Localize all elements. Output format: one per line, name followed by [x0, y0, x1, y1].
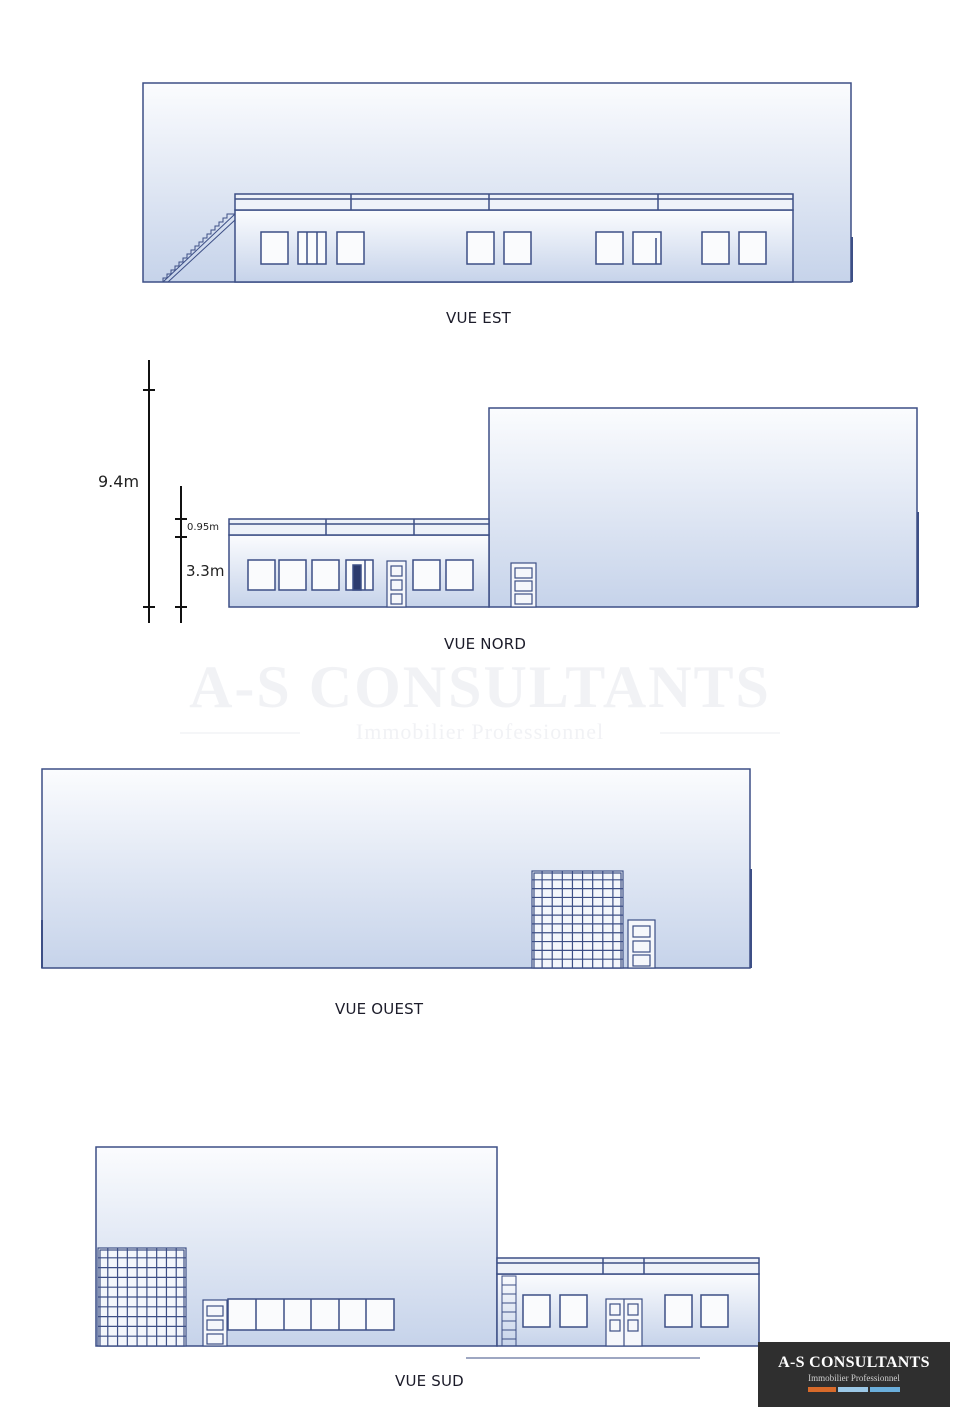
window-strip [227, 1298, 395, 1331]
logo-bar-blue [870, 1387, 900, 1392]
view-label-sud: VUE SUD [395, 1372, 464, 1390]
logo-bar-orange [808, 1387, 836, 1392]
door [202, 1299, 228, 1347]
view-label-est: VUE EST [446, 309, 512, 327]
external-staircase [162, 213, 236, 283]
logo-bar-light-blue [838, 1387, 868, 1392]
roof-parapet [228, 518, 490, 536]
window-row [247, 559, 474, 591]
elevation-est [142, 82, 853, 283]
warehouse-volume [488, 407, 918, 608]
elevation-ouest [41, 768, 752, 969]
logo-tagline: Immobilier Professionnel [808, 1373, 900, 1383]
company-logo: A-S CONSULTANTS Immobilier Professionnel [758, 1342, 950, 1407]
dimension-parapet: 0.95m [187, 522, 220, 533]
dimension-total-height: 9.4m [98, 472, 140, 491]
elevation-sud [95, 1146, 760, 1359]
door [386, 560, 407, 608]
dimension-lines [143, 360, 187, 623]
double-door [605, 1298, 643, 1347]
roof-parapet [496, 1257, 760, 1275]
window-row [260, 231, 767, 265]
window-row [522, 1294, 729, 1328]
roof-parapet [234, 193, 794, 211]
dimension-office-height: 3.3m [186, 562, 225, 580]
external-staircase [501, 1275, 517, 1347]
logo-color-bars [808, 1387, 900, 1392]
view-label-nord: VUE NORD [444, 635, 527, 653]
logo-name: A-S CONSULTANTS [778, 1354, 930, 1371]
view-label-ouest: VUE OUEST [335, 1000, 424, 1018]
door [510, 562, 537, 608]
elevation-nord [143, 360, 919, 623]
sectional-door [97, 1247, 187, 1347]
door [627, 919, 656, 969]
sectional-door [531, 870, 624, 969]
